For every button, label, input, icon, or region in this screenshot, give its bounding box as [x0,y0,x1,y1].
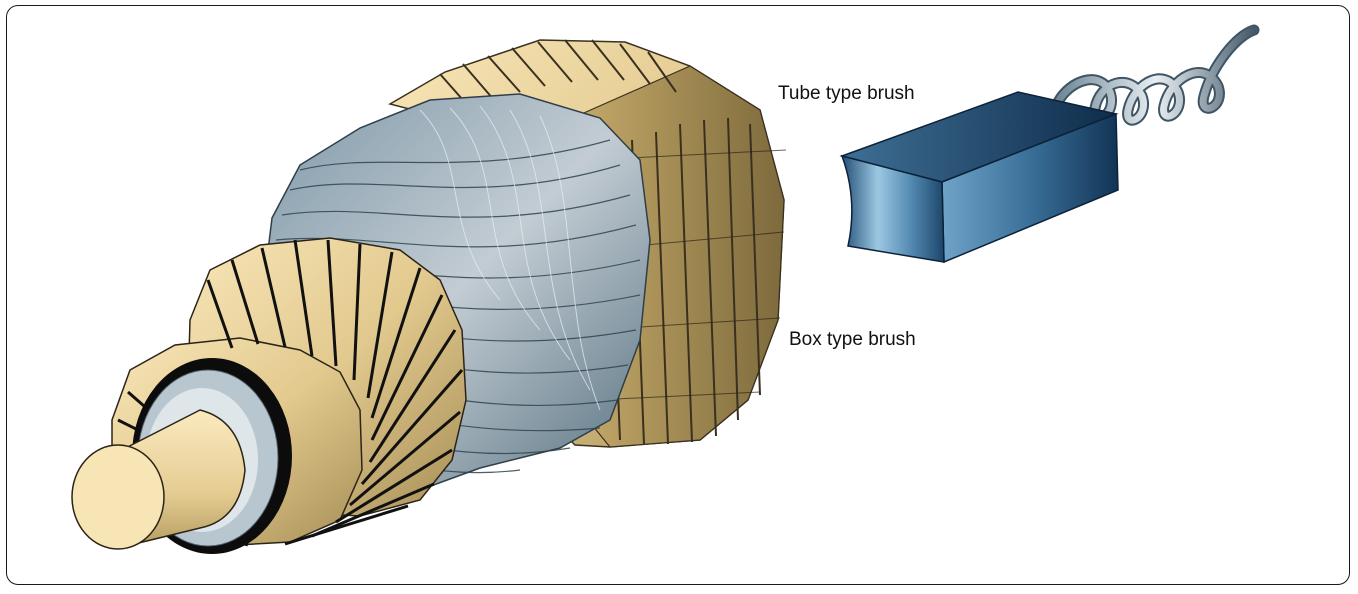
armature-illustration [71,39,787,554]
spring-icon [1052,24,1260,126]
box-type-brush-label: Box type brush [789,329,916,350]
tube-type-brush-label: Tube type brush [778,83,915,104]
tube-brush-illustration [839,24,1260,264]
shaft [71,409,246,550]
